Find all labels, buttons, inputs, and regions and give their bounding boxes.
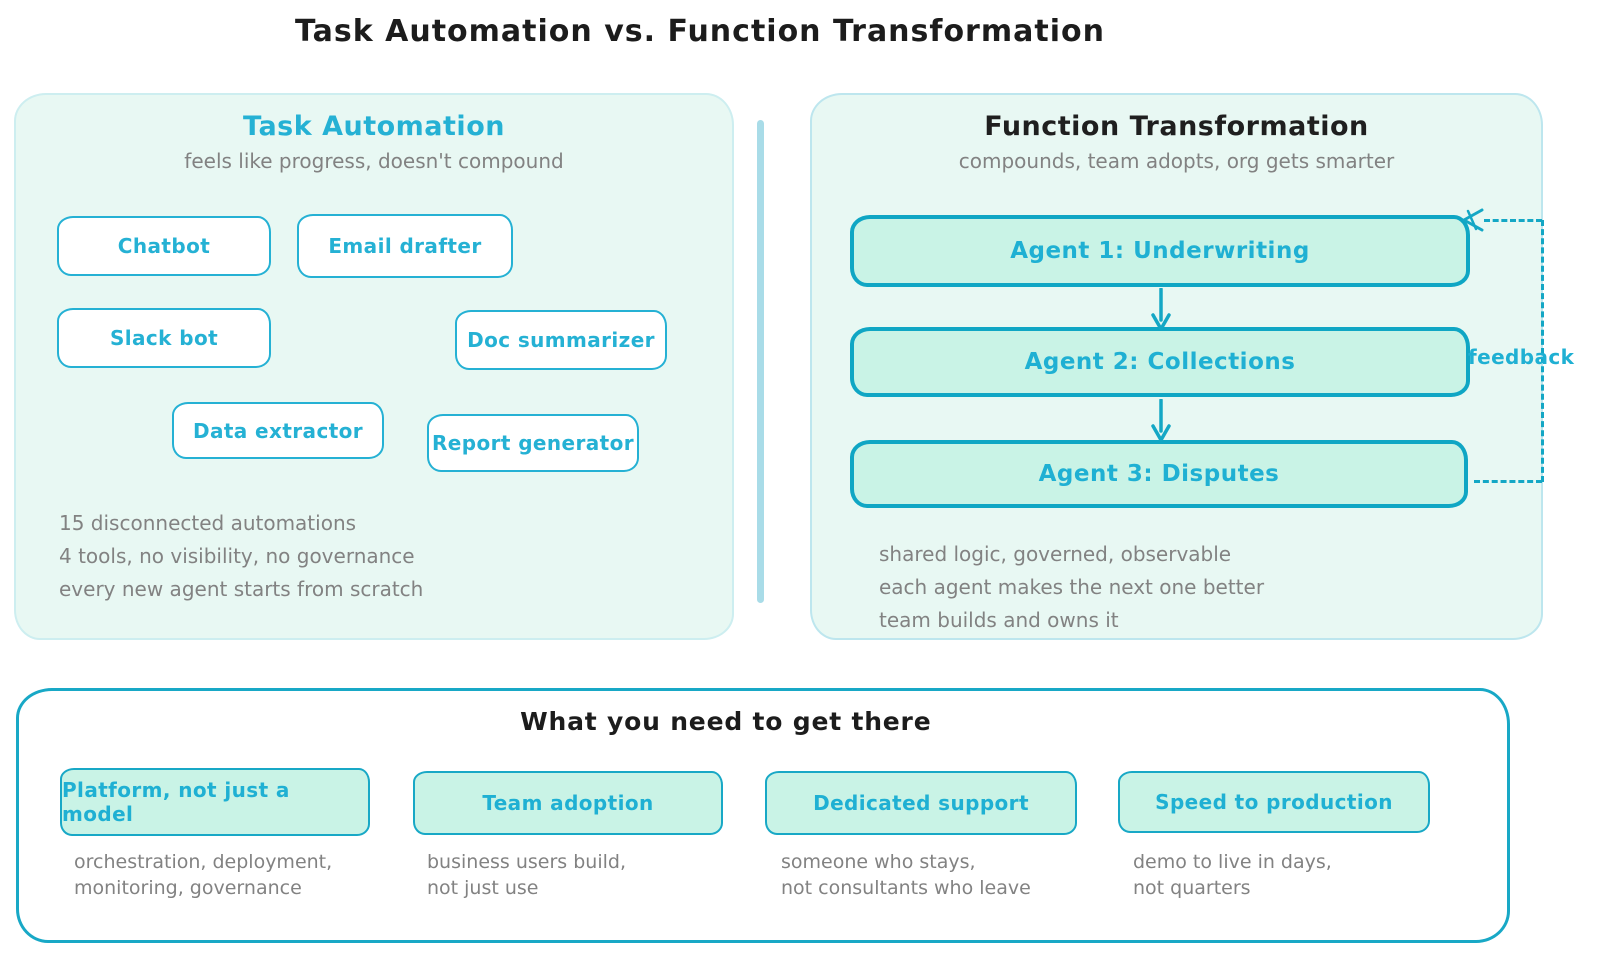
email-drafter-box: Email drafter bbox=[297, 214, 513, 278]
task-automation-panel: Task Automation feels like progress, doe… bbox=[14, 93, 734, 640]
platform-box: Platform, not just a model bbox=[60, 768, 370, 836]
data-extractor-box: Data extractor bbox=[172, 402, 384, 459]
dedicated-support-description: someone who stays, not consultants who l… bbox=[781, 851, 1031, 899]
agent-1-underwriting-box: Agent 1: Underwriting bbox=[850, 215, 1470, 287]
arrow-left-icon bbox=[1462, 208, 1484, 232]
arrow-down-icon bbox=[1151, 399, 1171, 441]
agent-3-disputes-box: Agent 3: Disputes bbox=[850, 440, 1468, 508]
agent-2-collections-box: Agent 2: Collections bbox=[850, 327, 1470, 397]
feedback-dashed-line-bottom bbox=[1474, 480, 1542, 483]
arrow-down-icon bbox=[1151, 288, 1171, 330]
task-automation-title: Task Automation bbox=[243, 111, 505, 142]
what-you-need-title: What you need to get there bbox=[520, 707, 932, 736]
doc-summarizer-box: Doc summarizer bbox=[455, 310, 667, 370]
speed-to-production-description: demo to live in days, not quarters bbox=[1133, 851, 1332, 899]
function-transformation-title: Function Transformation bbox=[984, 111, 1369, 142]
slack-bot-box: Slack bot bbox=[57, 308, 271, 368]
team-adoption-description: business users build, not just use bbox=[427, 851, 626, 899]
task-automation-notes: 15 disconnected automations 4 tools, no … bbox=[59, 511, 424, 601]
function-transformation-subtitle: compounds, team adopts, org gets smarter bbox=[958, 149, 1395, 173]
dedicated-support-box: Dedicated support bbox=[765, 771, 1077, 835]
feedback-dashed-line-vertical bbox=[1541, 220, 1544, 482]
function-transformation-notes: shared logic, governed, observable each … bbox=[879, 542, 1265, 632]
speed-to-production-box: Speed to production bbox=[1118, 771, 1430, 833]
function-transformation-panel: Function Transformation compounds, team … bbox=[810, 93, 1574, 640]
chatbot-box: Chatbot bbox=[57, 216, 271, 276]
what-you-need-panel: What you need to get there Platform, not… bbox=[16, 688, 1510, 943]
report-generator-box: Report generator bbox=[427, 414, 639, 472]
panel-divider bbox=[757, 120, 764, 603]
task-automation-subtitle: feels like progress, doesn't compound bbox=[184, 149, 564, 173]
feedback-dashed-line-top bbox=[1484, 219, 1542, 222]
feedback-label: feedback bbox=[1468, 345, 1575, 369]
page-title: Task Automation vs. Function Transformat… bbox=[295, 14, 1105, 49]
platform-description: orchestration, deployment, monitoring, g… bbox=[74, 851, 333, 899]
team-adoption-box: Team adoption bbox=[413, 771, 723, 835]
